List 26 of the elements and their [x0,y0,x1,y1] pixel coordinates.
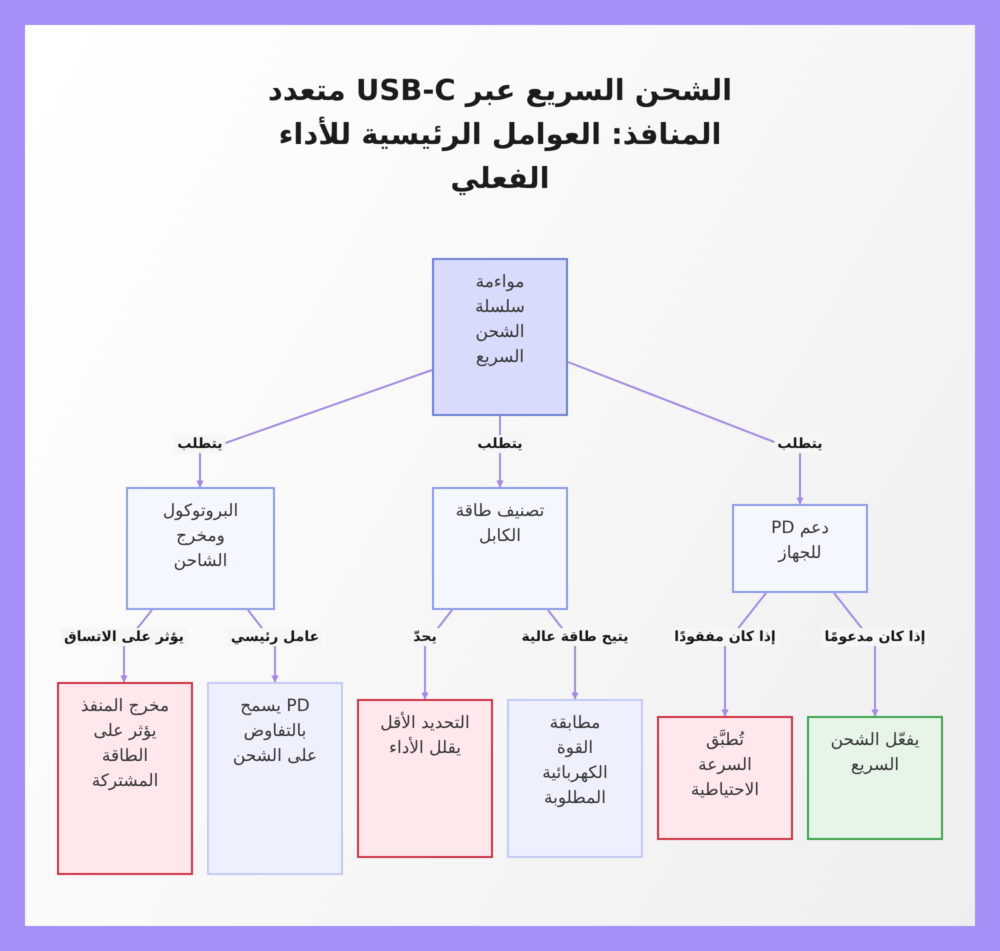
process-box [507,699,643,858]
node-label: PD يسمح بالتفاوض على الشحن [232,695,318,768]
process-box [657,716,793,840]
node-label: التحديد الأقل يقلل الأداء [379,711,471,760]
edge-label: إذا كان مدعومًا [822,628,928,646]
process-box [357,699,493,858]
process-box [207,682,343,875]
node-label: مواءمة سلسلة الشحن السريع [474,271,526,369]
arrow [196,369,432,488]
arrow [568,361,804,505]
process-box [57,682,193,875]
node-label: يفعّل الشحن السريع [830,729,920,777]
edge-label: يؤثر على الاتساق [61,628,187,646]
process-box [807,716,943,840]
process-box [432,258,568,416]
node-label: دعم PD للجهاز [770,517,830,565]
diagram-title: الشحن السريع عبر USB-C متعدد المنافذ: العوامل الرئيسية للأداء الفعلي [266,72,734,198]
node-label: تُطبَّق السرعة الاحتياطية [690,728,760,802]
node-label: مخرج المنفذ يؤثر على الطاقة المشتركة [80,695,170,793]
process-box [432,487,568,610]
process-box [732,504,868,593]
node-label: البروتوكول ومخرج الشاحن [162,500,240,573]
process-box [126,487,275,610]
edge-label: يتطلب [174,435,226,453]
node-label: تصنيف طاقة الكابل [454,500,546,548]
node-label: مطابقة القوة الكهربائية المطلوبة [541,712,609,810]
